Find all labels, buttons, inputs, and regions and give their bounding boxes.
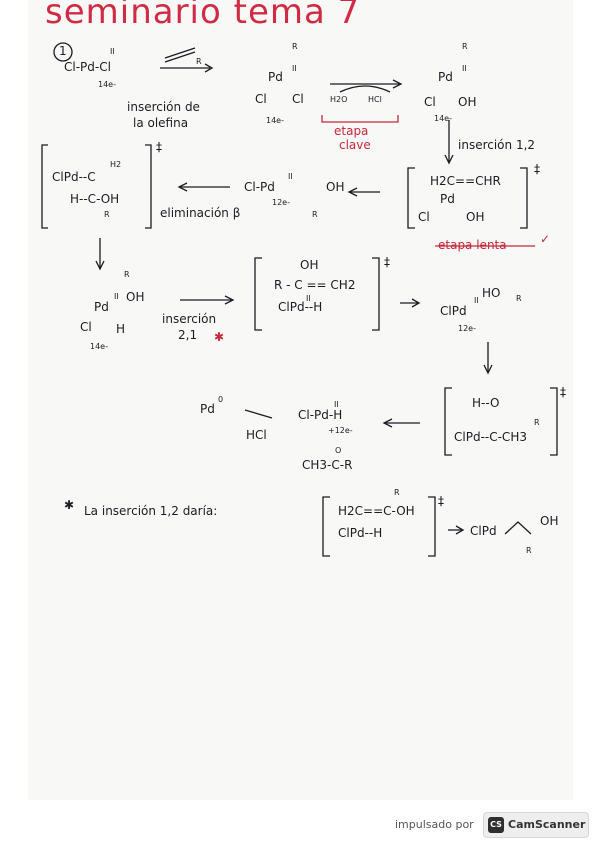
camscanner-badge[interactable]: CS CamScanner <box>483 812 589 838</box>
note-product-metal: ClPd <box>470 524 497 538</box>
ts2-line1: H2C==CHR <box>430 174 501 188</box>
complex6: Cl-Pd-H <box>298 408 343 422</box>
complex3-electron-count: 14e- <box>434 114 452 123</box>
complex2-substituent: R <box>292 42 298 51</box>
insertion-21-label-line1: inserción <box>162 312 217 326</box>
ts1-line1: ClPd--C <box>52 170 96 184</box>
pd0-superscript: 0 <box>218 395 224 404</box>
note-product-substituent: R <box>526 546 532 555</box>
key-step-label-line1: etapa <box>334 124 369 138</box>
complex6-electron-count: +12e- <box>328 426 353 435</box>
ts1-substituent: R <box>104 210 110 219</box>
ketone-product: CH3-C-R <box>302 458 353 472</box>
hcl-byproduct: HCl <box>246 428 267 442</box>
note-product-hydroxyl: OH <box>540 514 559 528</box>
insertion-label-line2: la olefina <box>133 116 189 130</box>
complex2-electron-count: 14e- <box>266 116 284 125</box>
complex3-substituent: R <box>462 42 468 51</box>
ts4-substituent: R <box>534 418 540 427</box>
pd-oxidation-state: II <box>110 47 115 56</box>
reagent-water: H2O <box>330 95 348 104</box>
complex5-electron-count: 12e- <box>458 324 476 333</box>
step-number: 1 <box>59 44 67 58</box>
ts2-metal: Pd <box>440 192 455 206</box>
note-ts-dagger: ‡ <box>438 494 444 508</box>
ts3-oxidation-state: II <box>306 294 311 303</box>
note-ts-line2: ClPd--H <box>338 526 383 540</box>
complex4-electron-count: 14e- <box>90 342 108 351</box>
ts3-line1: R - C == CH2 <box>274 278 356 292</box>
complex5-substituent: R <box>516 294 522 303</box>
complex4-metal: Pd <box>94 300 109 314</box>
complex5-metal: ClPd <box>440 304 467 318</box>
key-step-label-line2: clave <box>339 138 371 152</box>
complex5-ho: HO <box>482 286 501 300</box>
note-ts-substituent: R <box>394 488 400 497</box>
ts3-line2: ClPd--H <box>278 300 323 314</box>
insertion-label-line1: inserción de <box>127 100 200 114</box>
complex4-hydroxyl: OH <box>126 290 145 304</box>
complex4-substituent: R <box>124 270 130 279</box>
ts1-dagger: ‡ <box>156 140 162 154</box>
complex2-oxidation-state: II <box>292 64 297 73</box>
ts2-hydroxyl: OH <box>466 210 485 224</box>
intermediate-hydroxyl: OH <box>326 180 345 194</box>
complex5-oxidation-state: II <box>474 296 479 305</box>
intermediate-electron-count: 12e- <box>272 198 290 207</box>
ts2-dagger: ‡ <box>534 162 540 176</box>
intermediate-oxidation-state: II <box>288 172 293 181</box>
asterisk-marker: ✱ <box>214 330 225 344</box>
pd-complex-start: Cl-Pd-Cl <box>64 60 111 74</box>
note-text: La inserción 1,2 daría: <box>84 504 218 518</box>
ts4-line1: H--O <box>472 396 500 410</box>
intermediate-complex: Cl-Pd <box>244 180 275 194</box>
scanned-page <box>28 0 573 800</box>
complex2-chloride-right: Cl <box>292 92 304 106</box>
check-mark: ✓ <box>540 232 551 246</box>
complex3-metal: Pd <box>438 70 453 84</box>
powered-by-text: impulsado por <box>395 818 474 831</box>
electron-count: 14e- <box>98 80 116 89</box>
ts3-hydroxyl: OH <box>300 258 319 272</box>
insertion-21-label-line2: 2,1 <box>178 328 198 342</box>
intermediate-substituent: R <box>312 210 318 219</box>
complex3-hydroxyl: OH <box>458 95 477 109</box>
slow-step-label: etapa lenta <box>438 238 507 252</box>
complex3-chloride: Cl <box>424 95 436 109</box>
complex4-chloride: Cl <box>80 320 92 334</box>
complex4-oxidation-state: II <box>114 292 119 301</box>
complex2-metal: Pd <box>268 70 283 84</box>
beta-elimination-label: eliminación β <box>160 206 241 220</box>
ts3-dagger: ‡ <box>384 255 390 269</box>
complex6-oxidation-state: II <box>334 400 339 409</box>
camscanner-logo-icon: CS <box>488 817 504 833</box>
ts4-dagger: ‡ <box>560 385 566 399</box>
alkene-substituent: R <box>196 57 202 66</box>
ketone-oxygen: O <box>335 446 342 455</box>
ts2-chloride: Cl <box>418 210 430 224</box>
complex4-hydride: H <box>116 322 126 336</box>
pd0-species: Pd <box>200 402 215 416</box>
complex2-chloride-left: Cl <box>255 92 267 106</box>
ts4-line2: ClPd--C-CH3 <box>454 430 527 444</box>
camscanner-brand: CamScanner <box>508 818 586 831</box>
complex3-oxidation-state: II <box>462 64 467 73</box>
note-ts-line1: H2C==C-OH <box>338 504 415 518</box>
byproduct-hcl: HCl <box>368 95 382 104</box>
page-title: seminario tema 7 <box>45 0 361 32</box>
ts1-line2: H--C-OH <box>70 192 120 206</box>
note-asterisk: ✱ <box>64 498 75 512</box>
ts1-h2: H2 <box>110 160 122 169</box>
insertion-12-label: inserción 1,2 <box>458 138 536 152</box>
